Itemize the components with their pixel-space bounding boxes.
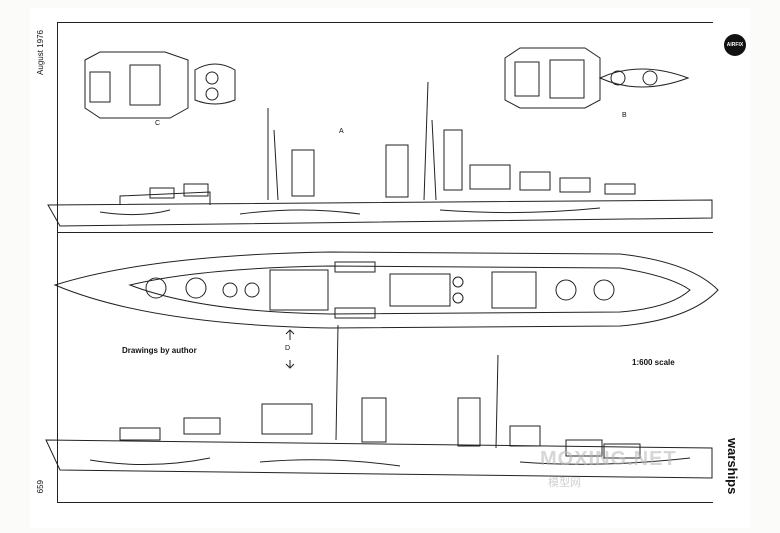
profile-a-drawing	[47, 81, 713, 227]
arrow-d-top	[285, 329, 295, 340]
margin-rule	[57, 22, 58, 502]
detail-c-drawing	[84, 51, 236, 119]
bottom-rule	[57, 502, 713, 503]
drawing-credit: Drawings by author	[122, 346, 197, 355]
detail-b-drawing	[504, 47, 690, 109]
divider-rule	[57, 232, 713, 233]
plan-d-drawing	[53, 251, 719, 329]
label-d: D	[285, 345, 291, 352]
watermark-subtext: 模型网	[548, 477, 581, 489]
label-a: A	[339, 128, 344, 135]
label-b: B	[622, 112, 627, 119]
section-title: warships	[725, 438, 740, 495]
watermark-text: MOXING.NET	[540, 448, 677, 470]
profile-lower-drawing	[45, 324, 713, 479]
scale-label: 1:600 scale	[632, 358, 675, 367]
arrow-d-bottom	[285, 360, 295, 369]
airfix-logo: AIRFIX	[724, 34, 746, 56]
label-c: C	[155, 120, 161, 127]
top-rule	[57, 22, 713, 23]
